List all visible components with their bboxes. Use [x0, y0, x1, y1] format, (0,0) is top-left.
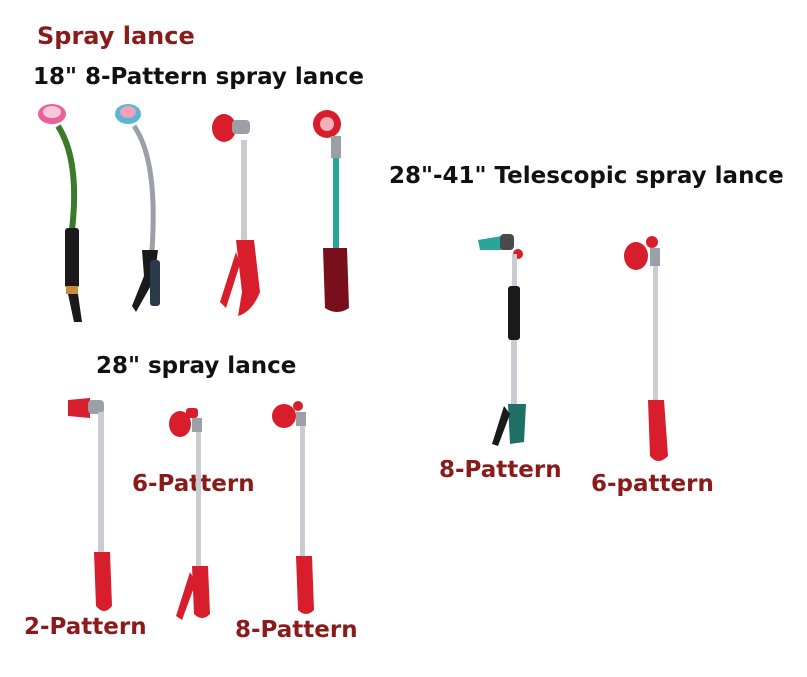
lance-short-blue-image	[115, 104, 160, 312]
short-lance-heading: 18" 8-Pattern spray lance	[33, 64, 364, 90]
lance-short-red-1-image	[212, 114, 260, 316]
label-telescopic-8-pattern: 8-Pattern	[439, 457, 562, 483]
label-telescopic-6-pattern: 6-pattern	[591, 471, 714, 497]
lance-long-2-pattern-image	[68, 398, 112, 611]
label-long-6-pattern: 6-Pattern	[132, 471, 255, 497]
long-lance-heading: 28" spray lance	[96, 353, 297, 379]
lance-long-6-pattern-image	[169, 408, 210, 620]
telescopic-lance-heading: 28"-41" Telescopic spray lance	[389, 163, 784, 189]
label-long-8-pattern: 8-Pattern	[235, 617, 358, 643]
lance-short-green-image	[38, 104, 82, 322]
lance-telescopic-6-pattern-image	[624, 236, 668, 461]
lance-telescopic-8-pattern-image	[478, 234, 526, 446]
lance-short-red-2-image	[313, 110, 349, 312]
lance-long-8-pattern-image	[272, 401, 314, 614]
label-long-2-pattern: 2-Pattern	[24, 614, 147, 640]
page-title: Spray lance	[37, 22, 195, 50]
